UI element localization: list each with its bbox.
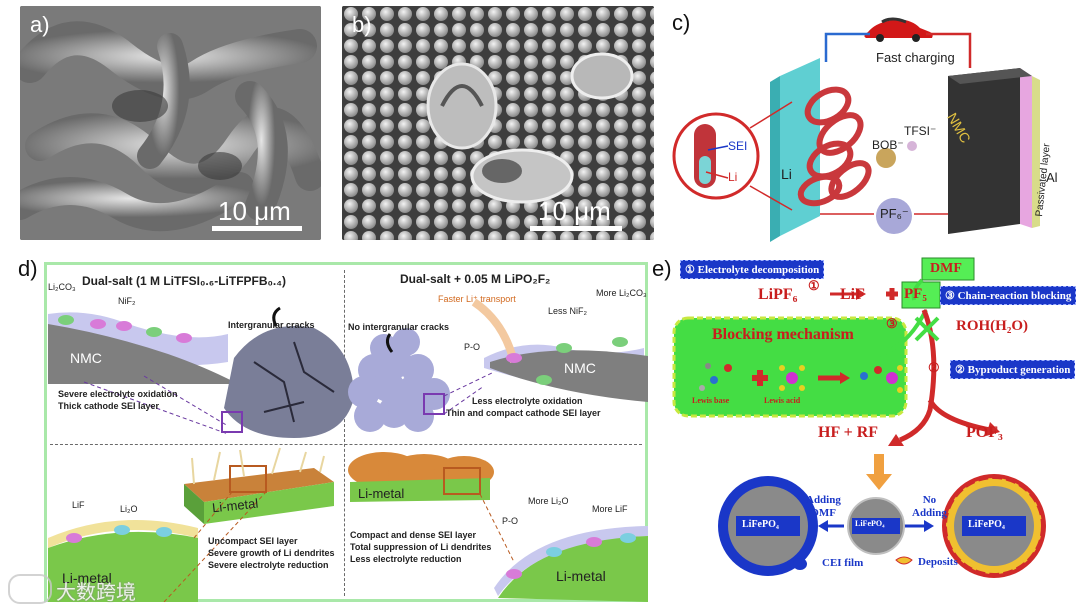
li-anode-label: Li <box>781 166 792 182</box>
d-left-anode-1: Uncompact SEI layer <box>208 536 298 546</box>
scale-text-b: 10 μm <box>538 196 611 227</box>
d-less-nif2: Less NiF₂ <box>548 306 587 316</box>
adding-dmf-text: Adding DMF <box>806 494 841 520</box>
hf-rf-text: HF + RF <box>818 424 878 442</box>
circ3-text: ③ <box>886 316 898 332</box>
d-nmc-left: NMC <box>70 350 102 366</box>
fast-charging-label: Fast charging <box>876 50 955 65</box>
cracked-particle <box>224 326 354 438</box>
step3-box: ③ Chain-reaction blocking <box>940 286 1076 305</box>
watermark: 大数跨境 <box>56 576 136 605</box>
cei-film-text: CEI film <box>822 557 863 569</box>
roh-text: ROH(H₂O) <box>956 318 1028 335</box>
d-left-anode-3: Severe electrolyte reduction <box>208 560 329 570</box>
d-right-cathode-2: Thin and compact cathode SEI layer <box>446 408 601 418</box>
sei-label: SEI <box>728 139 747 153</box>
d-li-metal-curve-right: Li-metal <box>556 568 606 584</box>
d-faster-li: Faster Li⁺ transport <box>438 294 516 305</box>
d-p-o-2: P-O <box>502 516 518 526</box>
li-anode-side <box>780 58 820 236</box>
li-transport-path <box>474 302 514 362</box>
panel-label-d: d) <box>18 256 38 282</box>
no-adding-text: No Adding <box>912 494 947 520</box>
tfsi-ion <box>907 141 917 151</box>
d-li-metal-block-right: Li-metal <box>358 486 404 501</box>
d-li2o-left: Li₂O <box>120 504 138 514</box>
passivated-layer <box>1020 68 1032 228</box>
tfsi-label: TFSI⁻ <box>904 124 936 138</box>
d-left-cathode-1: Severe electrolyte oxidation <box>58 389 178 399</box>
d-more-li2co3: More Li₂CO₃ <box>596 288 647 298</box>
d-no-intergranular: No intergranular cracks <box>348 322 449 332</box>
pf5-text: PF₅ <box>904 286 927 303</box>
li-inner-label: Li <box>728 170 737 184</box>
d-li2co3-left: Li₂CO₃ <box>48 282 76 292</box>
scale-bar-a <box>212 226 302 231</box>
nmc-cathode <box>948 68 1020 234</box>
car-icon <box>864 19 932 42</box>
panel-label-a: a) <box>30 12 50 38</box>
dmf-text: DMF <box>930 261 962 277</box>
panel-label-b: b) <box>352 12 372 38</box>
d-nmc-right: NMC <box>564 360 596 376</box>
lfp-right-text: LiFePO₄ <box>968 519 1005 530</box>
d-right-title: Dual-salt + 0.05 M LiPO₂F₂ <box>400 272 550 286</box>
lif-text: LiF <box>840 286 865 304</box>
d-more-lif: More LiF <box>592 504 628 514</box>
d-more-li2o: More Li₂O <box>528 496 569 506</box>
circ2-text: ② <box>928 360 940 376</box>
lipf6-text: LiPF₆ <box>758 286 797 304</box>
d-p-o: P-O <box>464 342 480 352</box>
scale-bar-b <box>530 226 622 231</box>
battery-schematic <box>670 6 1070 246</box>
scale-text-a: 10 μm <box>218 196 291 227</box>
blocking-title: Blocking mechanism <box>712 326 854 344</box>
step2-box: ② Byproduct generation <box>950 360 1075 379</box>
d-lif-left: LiF <box>72 500 85 510</box>
d-right-cathode-1: Less electrolyte oxidation <box>472 396 583 406</box>
al-label: Al <box>1046 170 1058 185</box>
pf6-label: PF₆⁻ <box>880 206 909 222</box>
bob-label: BOB⁻ <box>872 138 904 152</box>
d-left-title: Dual-salt (1 M LiTFSI₀.₆-LiTFPFB₀.₄) <box>82 274 286 288</box>
circ1-text: ① <box>808 278 820 294</box>
step1-box: ① Electrolyte decomposition <box>680 260 824 279</box>
d-intergranular: Intergranular cracks <box>228 320 315 330</box>
pof3-text: POF₃ <box>966 424 1003 442</box>
watermark-logo <box>8 574 52 604</box>
lfp-left-text: LiFePO₄ <box>742 519 779 530</box>
d-nif2-left: NiF₂ <box>118 296 136 306</box>
lewis-acid-text: Lewis acid <box>764 396 800 405</box>
d-right-anode-3: Less electrolyte reduction <box>350 554 462 564</box>
lfp-mid-text: LiFePO₄ <box>855 519 885 528</box>
blue-wire <box>826 34 870 62</box>
d-right-anode-1: Compact and dense SEI layer <box>350 530 476 540</box>
d-left-anode-2: Severe growth of Li dendrites <box>208 548 335 558</box>
lewis-base-text: Lewis base <box>692 396 729 405</box>
d-left-cathode-2: Thick cathode SEI layer <box>58 401 159 411</box>
d-right-anode-2: Total suppression of Li dendrites <box>350 542 491 552</box>
deposits-text: Deposits <box>918 556 958 568</box>
intact-particle <box>348 328 450 432</box>
